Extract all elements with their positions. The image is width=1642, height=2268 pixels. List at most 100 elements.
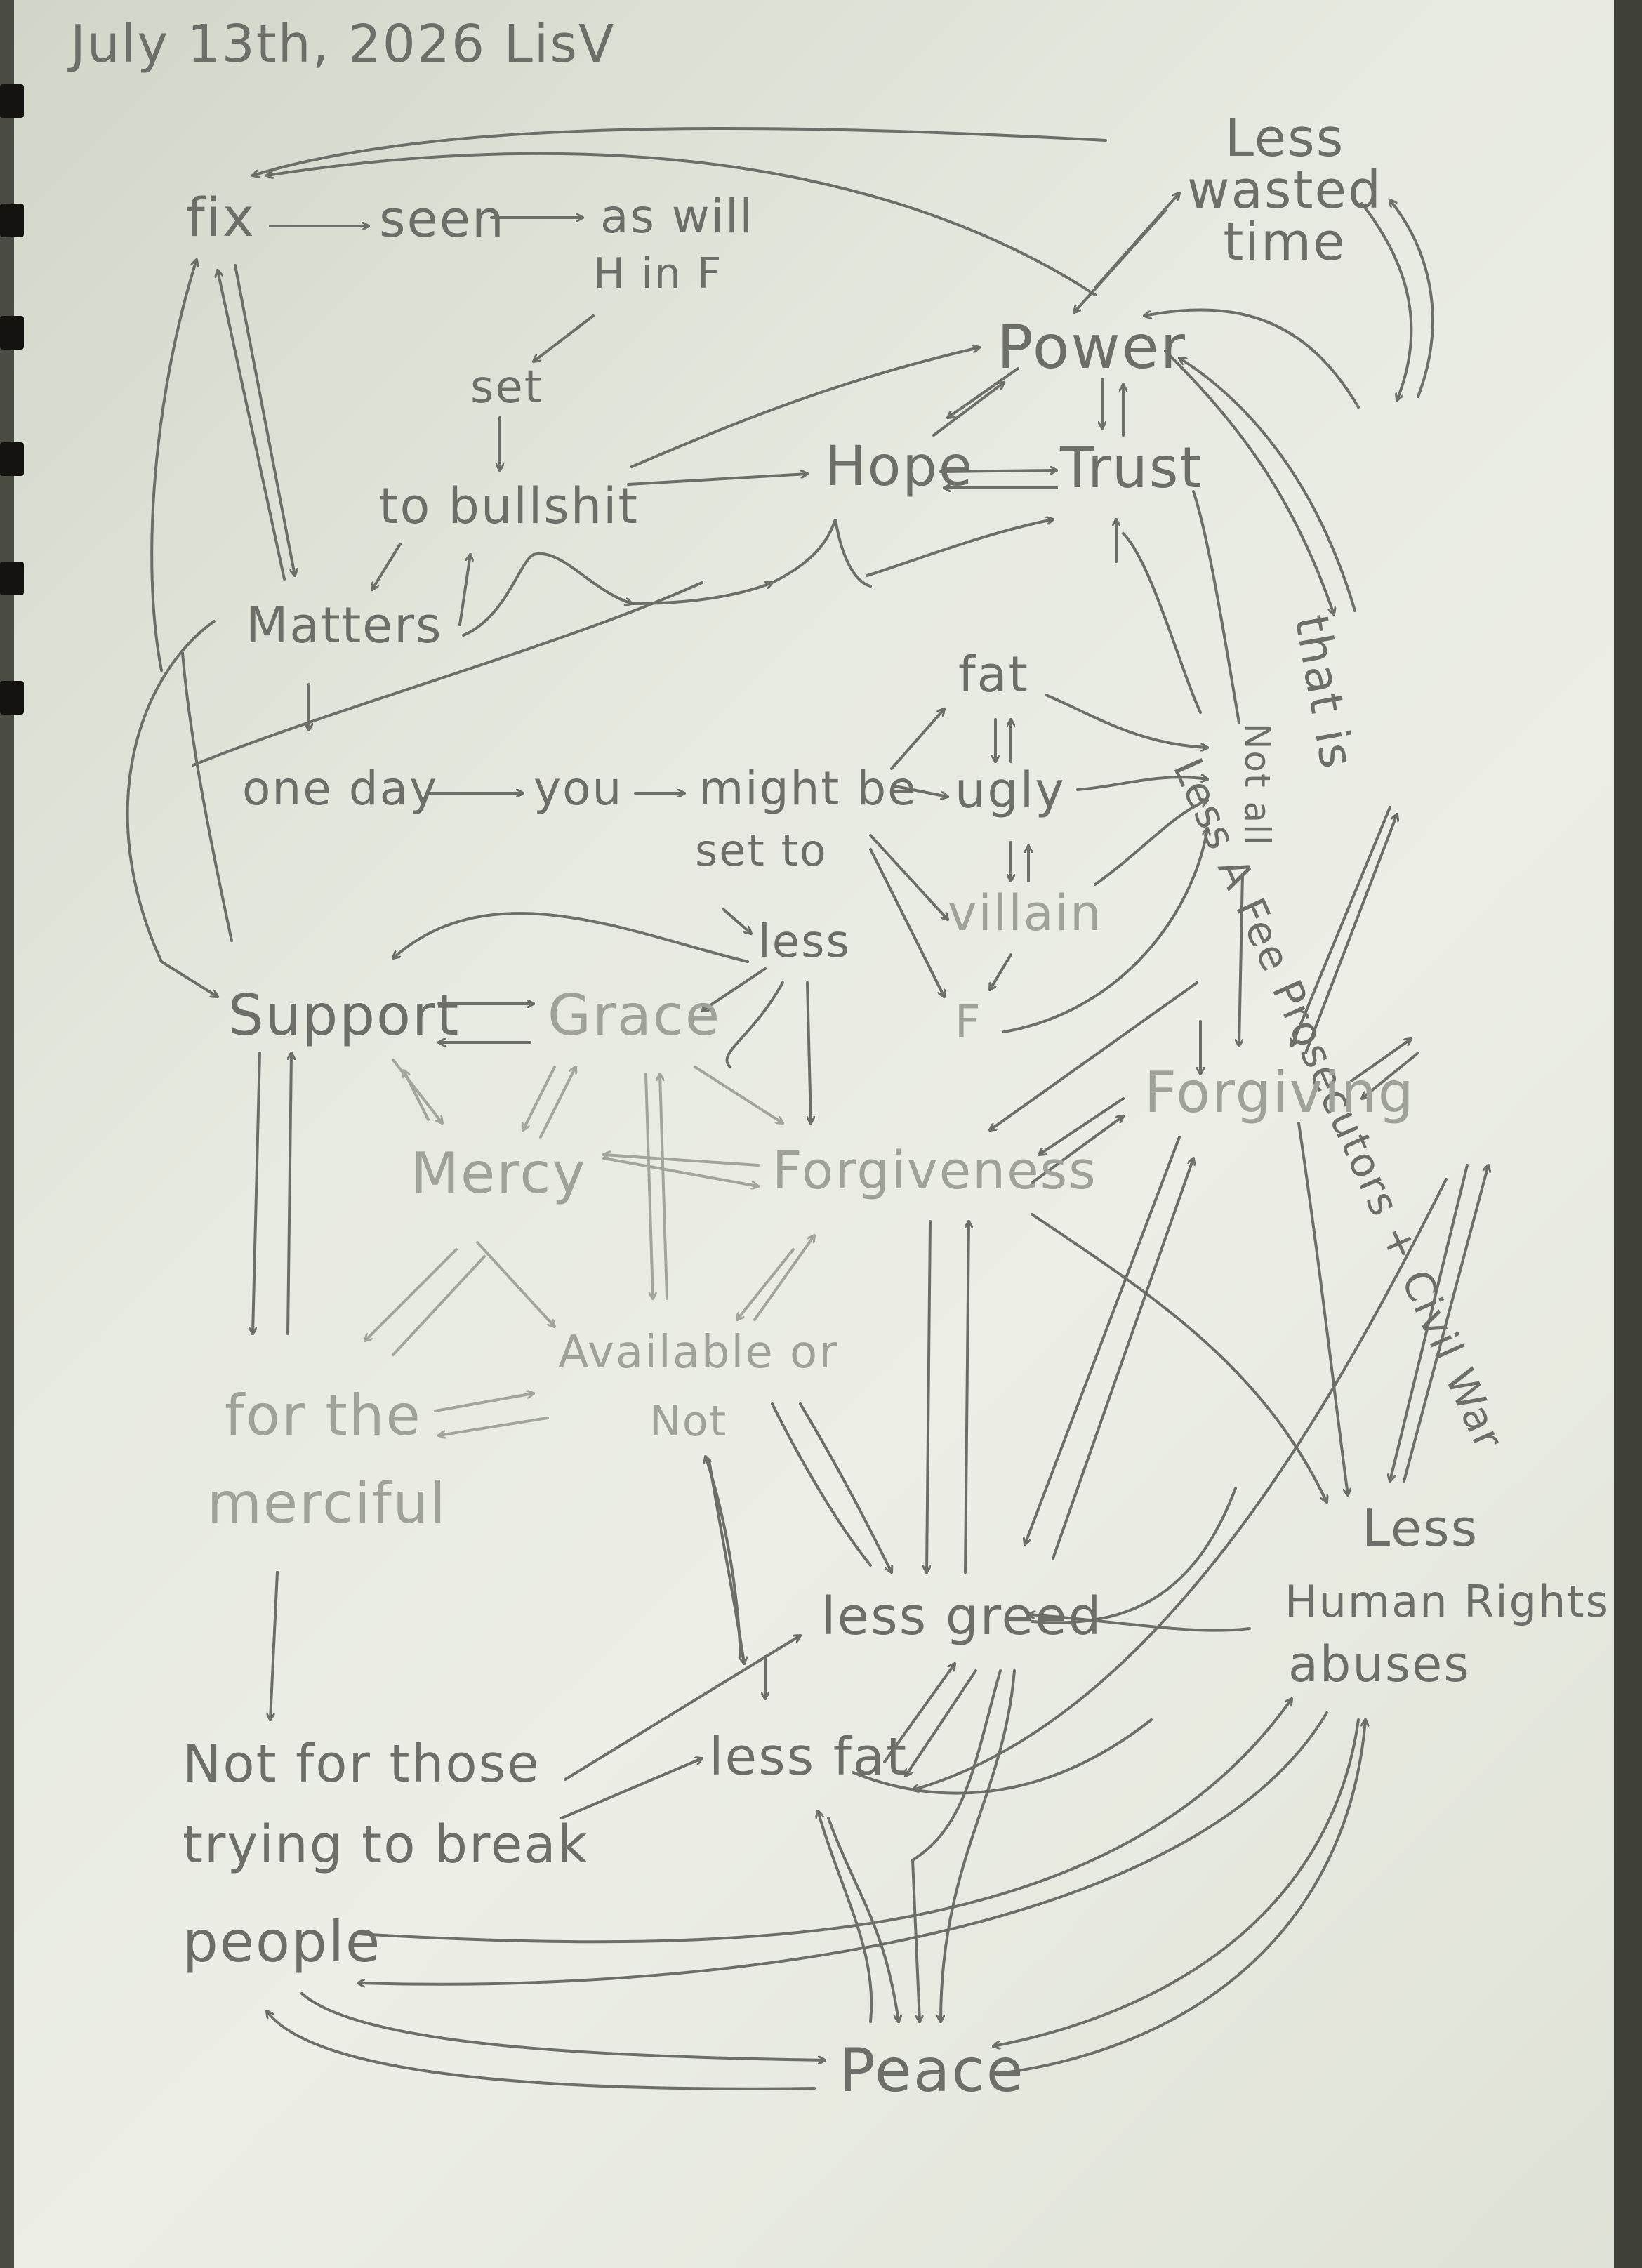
line-less-down <box>725 981 784 1068</box>
node-power: Power <box>997 312 1187 383</box>
node-less-fat: less fat <box>709 1727 908 1787</box>
node-forgiveness: Forgiveness <box>772 1141 1097 1201</box>
arrow-power-thatis <box>1164 350 1334 614</box>
line-available-lessgreed-2 <box>771 1402 872 1567</box>
node-human-rights: Human Rights <box>1285 1576 1610 1627</box>
arrow-lessgreed-forgiveness <box>964 1221 969 1574</box>
node-forgiving: Forgiving <box>1144 1060 1415 1125</box>
node-matters: Matters <box>246 597 443 654</box>
binder-ring <box>0 442 24 476</box>
line-notall-power <box>1192 490 1240 724</box>
arrow-peace-people <box>267 2011 816 2090</box>
arrow-grace-forgiveness <box>694 1066 783 1123</box>
arrow-power-fix <box>267 152 1097 296</box>
arrow-wave-b <box>630 583 772 605</box>
node-fix: fix <box>186 186 256 248</box>
arrow-forgiveness-lesshr <box>1031 1213 1327 1502</box>
arrow-lesswasted-fix <box>253 126 1107 175</box>
arrow-ugly-notall <box>1076 777 1207 791</box>
arrow-lessafee-power <box>1144 308 1360 409</box>
arrow-notall-forgiveness-2 <box>990 981 1198 1130</box>
arrow-peace-lessfat <box>818 1811 873 2023</box>
arrow-mightbe-villain <box>869 834 948 920</box>
binder-ring <box>0 204 24 237</box>
node-support: Support <box>228 983 461 1048</box>
arrow-setto-less <box>722 908 751 934</box>
arrow-hope-power <box>932 383 1004 437</box>
node-less-wasted-time: Less wasted time <box>1187 108 1382 272</box>
arrow-villain-f <box>990 953 1012 990</box>
line-notall-trust <box>1122 532 1202 714</box>
binder-ring <box>0 84 24 118</box>
arrow-support-forthe <box>253 1052 261 1334</box>
node-merciful: merciful <box>207 1471 447 1536</box>
arrow-lessfat-lessgreed <box>883 1664 955 1763</box>
arrow-notforthose-lessfat <box>560 1758 702 1819</box>
node-trust: Trust <box>1060 435 1203 500</box>
arrow-lessgreed-peace-b <box>941 1669 1016 2022</box>
arrow-available-lessgreed <box>799 1402 892 1572</box>
arrow-fat-notall <box>1045 694 1207 748</box>
arrow-wave-c <box>771 519 872 588</box>
arrow-wave-trust <box>866 519 1053 577</box>
node-f: F <box>955 997 982 1049</box>
arrow-merciful-notforthose <box>270 1571 279 1720</box>
arrow-bullshit-power <box>630 347 979 468</box>
arrow-forthe-available <box>434 1393 534 1412</box>
paper-edge-shadow <box>1614 0 1642 2268</box>
arrow-mercy-forgiveness <box>602 1157 758 1186</box>
arrow-lessfat-peace <box>827 1817 899 2022</box>
arrow-wave-a <box>462 552 632 637</box>
arrow-loop-fix <box>150 260 197 672</box>
arrow-forgiveness-forgiving <box>1031 1116 1123 1184</box>
arrow-lessgreed-forgiving <box>1052 1158 1193 1560</box>
arrow-forthe-support <box>286 1053 291 1335</box>
arrow-notall-forgiving <box>1239 873 1244 1046</box>
line-mercy-forthe-2 <box>392 1255 486 1356</box>
arrow-bullshit-hope <box>627 474 807 486</box>
node-abuses: abuses <box>1288 1636 1471 1693</box>
arrow-less-support <box>393 912 749 963</box>
arrow-matters-fix <box>218 270 286 581</box>
node-hope: Hope <box>825 435 974 498</box>
arrow-support-mercy <box>392 1059 442 1123</box>
node-you: you <box>534 762 623 816</box>
arrow-lessafee-lesshr <box>1390 1164 1469 1481</box>
node-h-in-f: H in F <box>593 249 723 298</box>
arrow-less-forgiveness <box>806 981 811 1123</box>
node-grace: Grace <box>548 983 722 1048</box>
arrow-mercy-forthe <box>365 1248 458 1341</box>
binder-ring <box>0 681 24 715</box>
arrow-bullshit-matters <box>372 543 402 590</box>
arrow-forgiving-lessafee <box>1350 1039 1411 1082</box>
arrow-lessfat-available <box>706 1457 742 1658</box>
arrow-thatis-forgiving <box>1292 806 1391 1046</box>
arrow-mightbe-fat <box>890 709 944 770</box>
arrow-forgiveness-lessgreed <box>927 1220 932 1572</box>
arrow-available-forthe <box>439 1417 549 1435</box>
arrow-less-grace <box>702 967 767 1011</box>
arrow-peace-abuses <box>992 1720 1365 2076</box>
arrow-available-forgiveness <box>753 1235 814 1321</box>
line-support-fix <box>181 651 233 942</box>
node-people: people <box>183 1909 382 1975</box>
arrow-lesswasted-lessafee <box>1360 202 1413 400</box>
node-set: set <box>470 362 543 413</box>
arrow-hinf-set <box>534 314 595 362</box>
node-villain: villain <box>948 884 1103 942</box>
arrow-forgiving-lesshr <box>1297 1122 1348 1495</box>
node-ugly: ugly <box>955 762 1066 819</box>
node-one-day: one day <box>242 762 439 816</box>
arrow-people-humanrights <box>357 1699 1292 1944</box>
arrow-f-notall <box>1002 828 1207 1033</box>
node-for-the: for the <box>225 1383 422 1448</box>
arrow-forgiveness-mercy <box>604 1155 760 1167</box>
arrow-hope-trust <box>939 470 1057 472</box>
node-mercy: Mercy <box>411 1141 587 1206</box>
line-lesshr-lessgreed-2 <box>1031 1487 1237 1624</box>
arrow-people-peace <box>300 1992 825 2060</box>
arrow-forgiving-forgiveness <box>1039 1097 1125 1155</box>
node-not-for-those: Not for those <box>183 1734 541 1794</box>
paper-sheet <box>14 0 1615 2268</box>
node-not: Not <box>649 1397 728 1446</box>
